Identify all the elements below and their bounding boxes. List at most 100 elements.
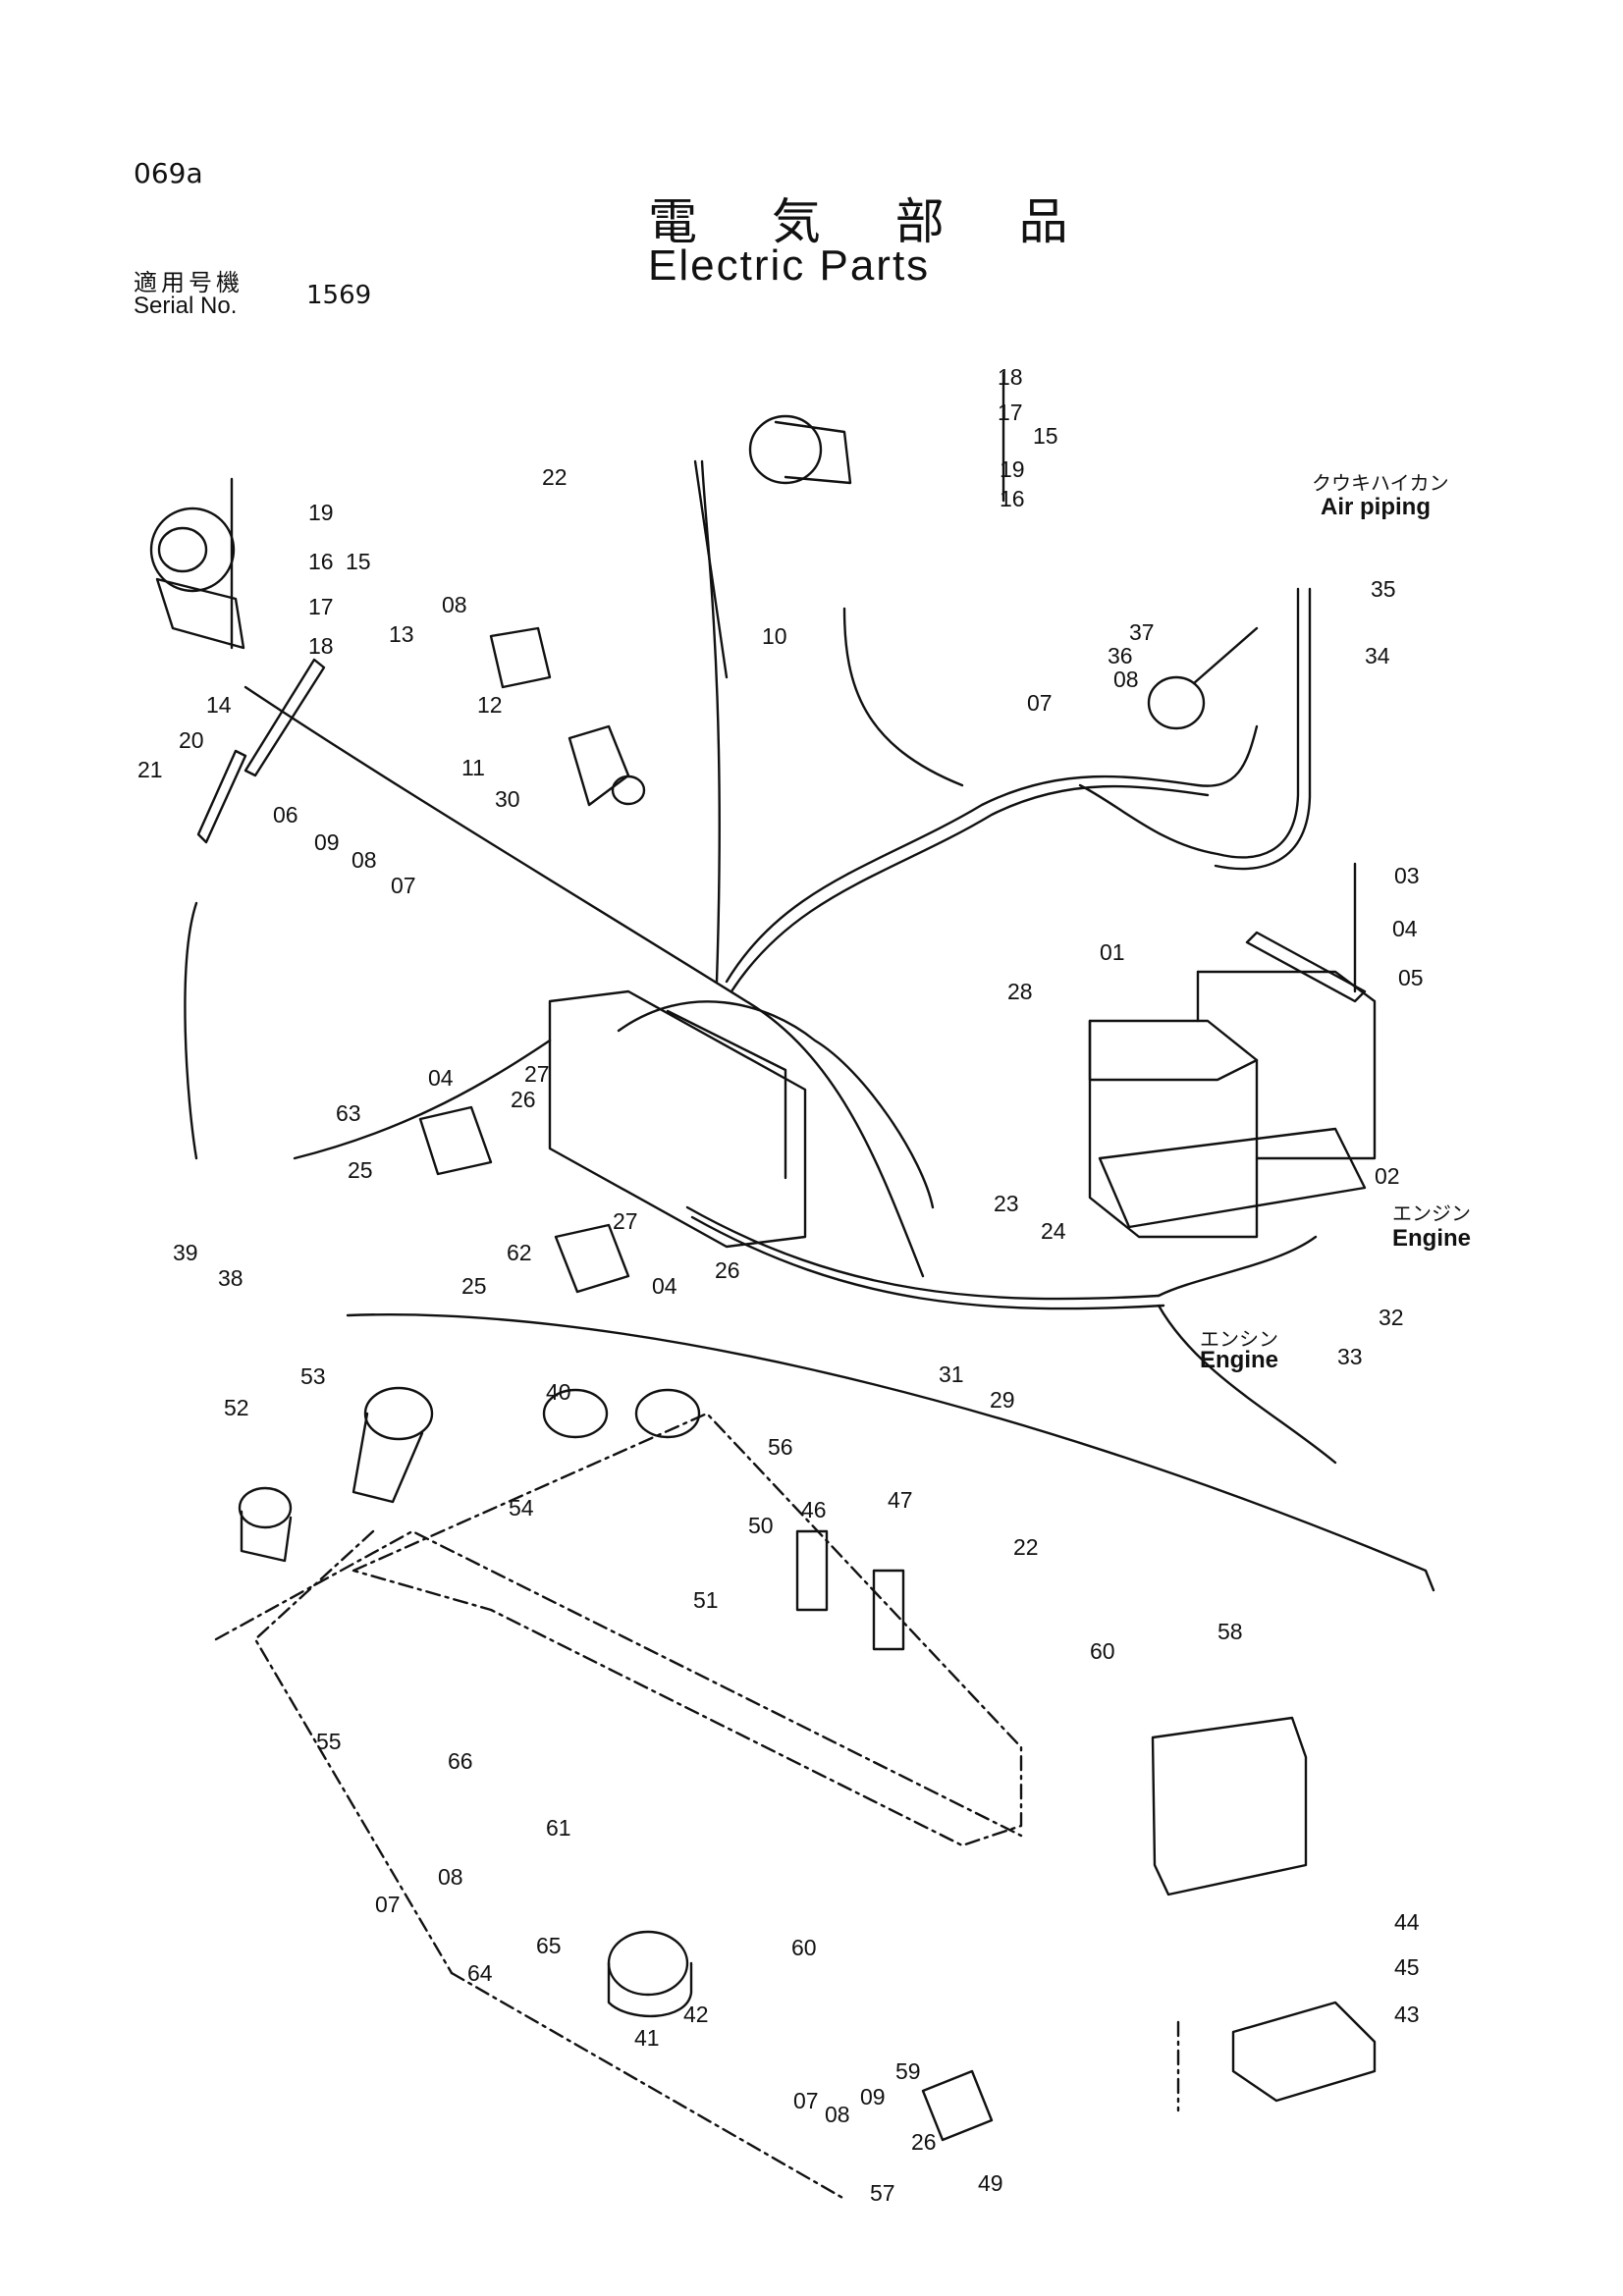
callout-label: 14 — [206, 692, 232, 718]
engine-label-jp-1: エンジン — [1392, 1201, 1471, 1225]
callout-label: 49 — [978, 2170, 1003, 2196]
callout-label: 65 — [536, 1933, 562, 1958]
callout-label: 64 — [467, 1960, 493, 1986]
callout-label: 02 — [1375, 1163, 1400, 1189]
callout-label: 15 — [1033, 423, 1058, 449]
callout-label: 08 — [352, 847, 377, 873]
callout-label: 26 — [511, 1087, 536, 1112]
callout-label: 24 — [1041, 1218, 1066, 1244]
callout-label: 57 — [870, 2180, 895, 2206]
callout-label: 60 — [791, 1935, 817, 1960]
serial-value: 1569 — [306, 281, 372, 310]
callout-label: 08 — [825, 2102, 850, 2127]
battery-icon — [1088, 970, 1377, 1239]
callout-label: 06 — [273, 802, 298, 828]
callout-label: 04 — [1392, 916, 1418, 941]
callout-label: 08 — [1113, 667, 1139, 692]
callout-label: 59 — [895, 2058, 921, 2084]
title-english: Electric Parts — [648, 241, 931, 290]
callout-label: 03 — [1394, 863, 1420, 888]
page-number: 069a — [134, 157, 203, 189]
callout-label: 53 — [300, 1363, 326, 1389]
callout-label: 15 — [346, 549, 371, 574]
callout-label: 04 — [428, 1065, 454, 1091]
callout-label: 19 — [1000, 456, 1025, 482]
callout-label: 22 — [542, 464, 568, 490]
callout-label: 63 — [336, 1100, 361, 1126]
callout-label: 12 — [477, 692, 503, 718]
callout-label: 08 — [438, 1864, 463, 1890]
callout-label: 55 — [316, 1729, 342, 1754]
callout-label: 46 — [801, 1497, 827, 1522]
callout-label: 34 — [1365, 643, 1390, 668]
callout-label: 43 — [1394, 2002, 1420, 2027]
callout-label: 30 — [495, 786, 520, 812]
callout-label: 36 — [1108, 643, 1133, 668]
callout-label: 27 — [613, 1208, 638, 1234]
callout-label: 07 — [375, 1892, 401, 1917]
callout-label: 20 — [179, 727, 204, 753]
callout-label: 33 — [1337, 1344, 1363, 1369]
callout-label: 42 — [683, 2002, 709, 2027]
callout-label: 26 — [715, 1257, 740, 1283]
callout-label: 05 — [1398, 965, 1424, 990]
air-piping-label-en: Air piping — [1321, 494, 1431, 520]
callout-label: 11 — [461, 755, 485, 780]
horn-left-icon — [149, 507, 236, 593]
callout-label: 27 — [524, 1061, 550, 1087]
callout-label: 66 — [448, 1748, 473, 1774]
callout-label: 44 — [1394, 1909, 1420, 1935]
engine-label-en-1: Engine — [1392, 1225, 1472, 1252]
callout-label: 07 — [793, 2088, 819, 2113]
callout-label: 26 — [911, 2129, 937, 2155]
callout-label: 29 — [990, 1387, 1015, 1413]
callout-label: 50 — [748, 1513, 774, 1538]
air-piping-label-jp: クウキハイカン — [1312, 471, 1449, 495]
callout-label: 16 — [308, 549, 334, 574]
callout-label: 25 — [461, 1273, 487, 1299]
callout-label: 58 — [1217, 1619, 1243, 1644]
callout-label: 52 — [224, 1395, 249, 1420]
callout-label: 35 — [1371, 576, 1396, 602]
callout-label: 38 — [218, 1265, 243, 1291]
horn-right-icon — [748, 414, 823, 485]
callout-label: 09 — [860, 2084, 886, 2109]
callout-label: 25 — [348, 1157, 373, 1183]
callout-label: 19 — [308, 500, 334, 525]
panel-boundary-arc — [346, 1312, 1435, 1592]
engine-label-jp-2: エンシン — [1200, 1327, 1278, 1351]
callout-label: 07 — [1027, 690, 1053, 716]
callout-label: 01 — [1100, 939, 1125, 965]
callout-label: 08 — [442, 592, 467, 617]
callout-label: 41 — [634, 2025, 660, 2051]
callout-label: 21 — [137, 757, 163, 782]
serial-label-japanese: 適用号機 — [134, 269, 243, 296]
callout-label: 23 — [994, 1191, 1019, 1216]
callout-label: 39 — [173, 1240, 198, 1265]
callout-label: 18 — [998, 364, 1023, 390]
callout-label: 45 — [1394, 1954, 1420, 1980]
callout-label: 28 — [1007, 979, 1033, 1004]
gauge-icons — [238, 1386, 701, 1563]
main-wire-harness — [243, 685, 925, 1278]
callout-label: 17 — [998, 400, 1023, 425]
callout-label: 60 — [1090, 1638, 1115, 1664]
callout-label: 47 — [888, 1487, 913, 1513]
callout-label: 17 — [308, 594, 334, 619]
callout-label: 07 — [391, 873, 416, 898]
callout-label: 04 — [652, 1273, 677, 1299]
callout-label: 13 — [389, 621, 414, 647]
callout-label: 31 — [939, 1362, 964, 1387]
callout-label: 56 — [768, 1434, 793, 1460]
callout-label: 61 — [546, 1815, 571, 1841]
serial-label-english: Serial No. — [134, 293, 238, 319]
callout-label: 37 — [1129, 619, 1155, 645]
callout-label: 54 — [509, 1495, 534, 1521]
callout-label: 16 — [1000, 486, 1025, 511]
callout-label: 51 — [693, 1587, 719, 1613]
callout-label: 62 — [507, 1240, 532, 1265]
callout-label: 32 — [1379, 1305, 1404, 1330]
callout-label: 18 — [308, 633, 334, 659]
callout-label: 10 — [762, 623, 787, 649]
